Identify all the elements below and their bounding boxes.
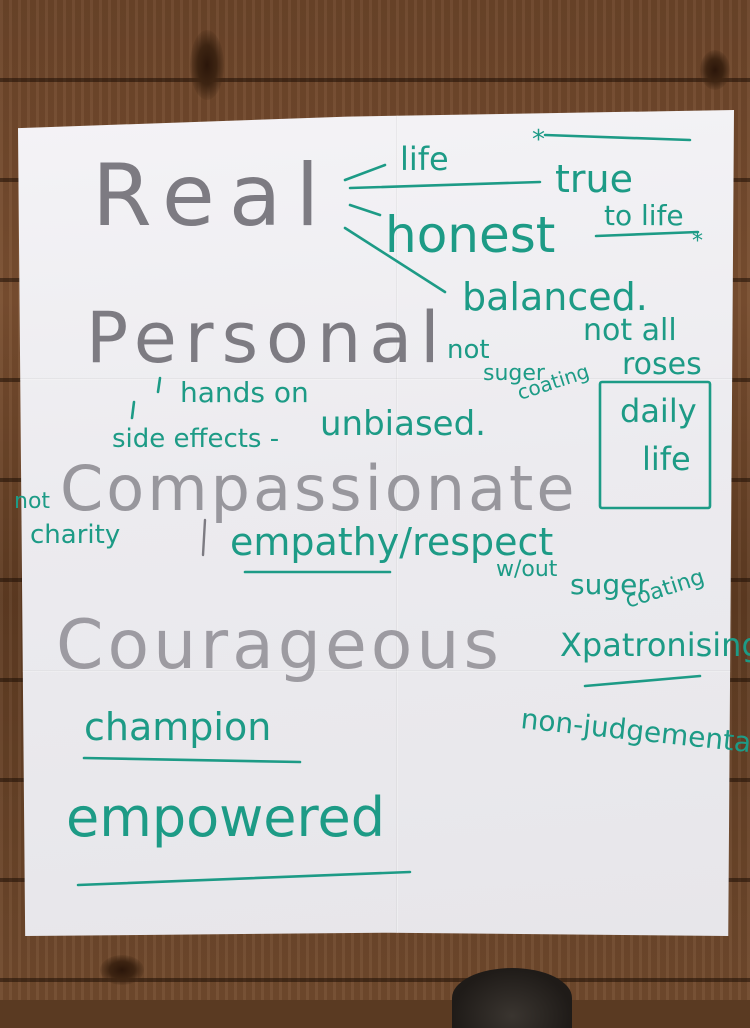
note-roses: roses	[622, 347, 702, 382]
underline	[82, 756, 302, 764]
paper-fold-horizontal	[18, 378, 734, 380]
note-life: life	[400, 140, 449, 178]
note-side-effects: side effects -	[112, 424, 279, 454]
note-wout: w/out	[496, 557, 558, 582]
note-non-judgemental: non-judgemental	[519, 702, 750, 760]
underline	[583, 674, 702, 688]
note-balanced: balanced.	[462, 275, 648, 319]
handwritten-notes: Real Personal Compassionate Courageous l…	[14, 125, 750, 887]
connector-line	[343, 226, 447, 294]
note-hands-on: hands on	[180, 376, 309, 409]
note-not-charity-1: not	[14, 489, 50, 514]
note-empathy-respect: empathy/respect	[230, 520, 553, 564]
note-xpatronising: Xpatronising	[560, 626, 750, 664]
note-not-all: not all	[583, 313, 677, 348]
connector-line	[343, 163, 387, 182]
note-empowered: empowered	[66, 786, 385, 849]
note-suger: suger	[483, 361, 546, 386]
wood-knot	[100, 955, 144, 985]
note-daily-life: life	[642, 440, 691, 478]
connector-line	[594, 230, 700, 238]
word-compassionate: Compassionate	[60, 452, 577, 525]
note-champion: champion	[84, 705, 271, 749]
word-real: Real	[92, 146, 333, 246]
connector-line	[348, 203, 382, 217]
word-courageous: Courageous	[56, 606, 503, 685]
note-star: *	[692, 229, 703, 254]
bullet-mark	[156, 376, 162, 394]
wood-knot	[700, 50, 730, 90]
paper-fold-vertical	[396, 110, 398, 936]
note-to-life: to life	[604, 199, 684, 232]
note-true: true	[555, 157, 633, 201]
note-honest: honest	[385, 206, 555, 264]
note-star: *	[532, 125, 545, 155]
note-not: not	[447, 335, 490, 365]
bullet-mark	[130, 400, 136, 420]
connector-line	[348, 180, 542, 190]
wood-knot	[190, 30, 224, 100]
divider-mark	[201, 518, 207, 557]
word-personal: Personal	[86, 297, 448, 379]
note-suger: suger	[570, 568, 649, 601]
note-unbiased: unbiased.	[320, 404, 486, 444]
connector-line	[543, 133, 692, 142]
underline	[76, 870, 412, 887]
paper-fold-horizontal	[18, 670, 734, 672]
daily-life-box	[598, 380, 712, 510]
note-daily: daily	[620, 392, 697, 430]
note-not-charity-2: charity	[30, 520, 120, 550]
